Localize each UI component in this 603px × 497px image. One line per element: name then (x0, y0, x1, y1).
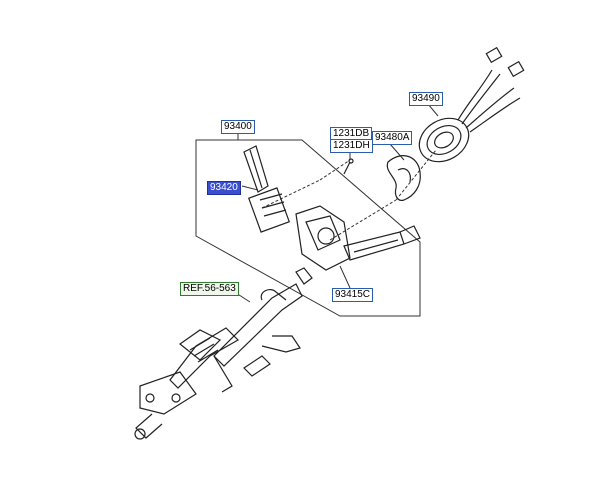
part-label-1231DH[interactable]: 1231DH (330, 139, 373, 153)
alignment-line (329, 199, 397, 241)
leader-93480A (389, 143, 405, 161)
assembly-outline (195, 139, 421, 317)
part-label-93480A[interactable]: 93480A (372, 131, 413, 145)
leader-93420 (241, 185, 259, 191)
part-label-93490[interactable]: 93490 (409, 92, 443, 106)
light-switch-lever (243, 145, 291, 233)
leader-93415C (339, 265, 351, 289)
steering-column (134, 267, 313, 440)
wiper-switch-lever (343, 225, 421, 261)
alignment-line (395, 149, 437, 201)
reference-label[interactable]: REF.56-563 (180, 282, 239, 296)
screw (343, 158, 354, 175)
alignment-line (261, 179, 321, 209)
alignment-line (319, 159, 351, 181)
part-label-93420[interactable]: 93420 (207, 181, 241, 195)
leader-93490 (427, 103, 439, 117)
cover-part (386, 155, 421, 201)
part-label-93415C[interactable]: 93415C (332, 288, 374, 302)
part-label-93400[interactable]: 93400 (221, 120, 255, 134)
clock-spring-assembly (418, 46, 525, 163)
switch-body (295, 205, 351, 271)
